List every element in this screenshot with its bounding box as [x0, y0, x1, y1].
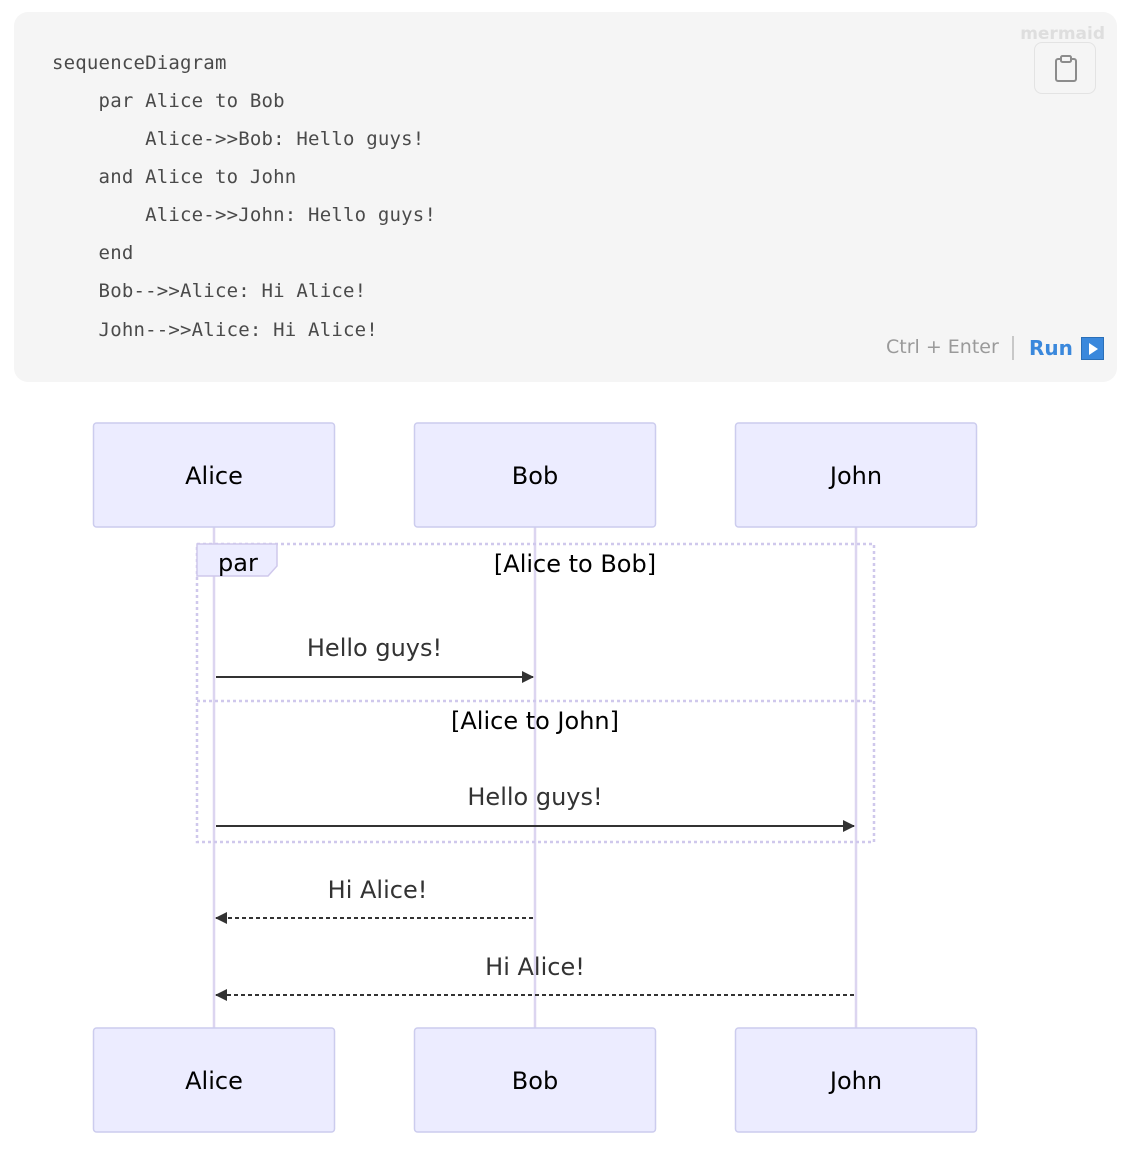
language-label: mermaid [1020, 24, 1105, 44]
message-label: Hello guys! [467, 783, 602, 811]
code-line: sequenceDiagram [52, 52, 227, 74]
actor-label: Alice [185, 462, 243, 490]
copy-button[interactable] [1034, 42, 1096, 94]
actor-label: Bob [512, 462, 558, 490]
par-block-frame [195, 542, 876, 844]
actor-label: John [828, 462, 882, 490]
actor-box-john-bottom [734, 1027, 978, 1133]
code-panel: sequenceDiagram par Alice to Bob Alice->… [14, 12, 1117, 382]
code-line: Bob-->>Alice: Hi Alice! [52, 280, 367, 302]
code-line: John-->>Alice: Hi Alice! [52, 319, 378, 341]
actor-box-bob-top [413, 422, 657, 528]
run-button-label: Run [1029, 336, 1073, 360]
shortcut-hint: Ctrl + Enter [886, 336, 999, 358]
par-keyword-tab [196, 543, 278, 577]
actor-label: John [828, 1067, 882, 1095]
par-keyword-label: par [218, 549, 258, 577]
message-label: Hi Alice! [485, 953, 585, 981]
code-line: Alice->>Bob: Hello guys! [52, 128, 425, 150]
message-label: Hello guys! [307, 634, 442, 662]
toolbar-divider [1012, 336, 1014, 360]
par-branch-label: [Alice to John] [451, 707, 619, 735]
actor-box-alice-bottom [92, 1027, 336, 1133]
clipboard-icon [1055, 55, 1077, 82]
code-line: Alice->>John: Hello guys! [52, 204, 437, 226]
actor-box-bob-bottom [413, 1027, 657, 1133]
run-button[interactable]: Run [1029, 332, 1104, 364]
actor-label: Alice [185, 1067, 243, 1095]
actor-box-john-top [734, 422, 978, 528]
code-line: end [52, 242, 134, 264]
code-line: par Alice to Bob [52, 90, 285, 112]
par-branch-label: [Alice to Bob] [494, 550, 656, 578]
actor-label: Bob [512, 1067, 558, 1095]
actor-box-alice-top [92, 422, 336, 528]
play-icon [1080, 336, 1104, 360]
message-label: Hi Alice! [328, 876, 428, 904]
code-line: and Alice to John [52, 166, 297, 188]
